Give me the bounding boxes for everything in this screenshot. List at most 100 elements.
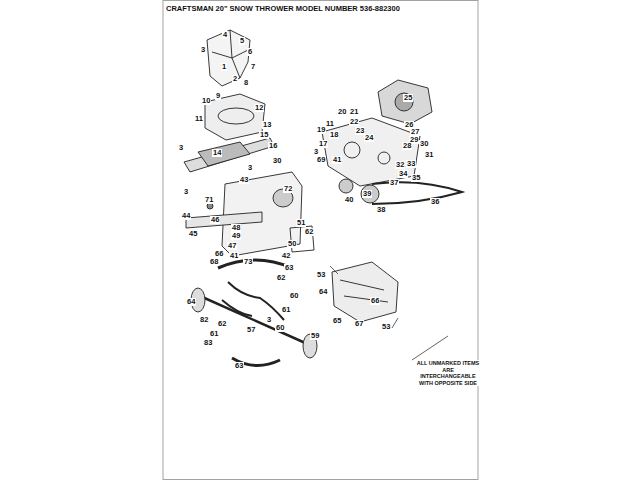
callout-number: 1 <box>221 63 227 71</box>
callout-number: 73 <box>243 258 253 266</box>
callout-number: 51 <box>296 219 306 227</box>
callout-number: 63 <box>234 362 244 370</box>
callout-number: 25 <box>403 94 413 102</box>
page-border <box>163 1 478 480</box>
callout-number: 49 <box>231 232 241 240</box>
auger-shaft <box>200 296 312 346</box>
callout-number: 57 <box>246 326 256 334</box>
callout-number: 21 <box>349 108 359 116</box>
callout-number: 10 <box>201 97 211 105</box>
bearing-plate <box>290 226 314 252</box>
callout-number: 67 <box>354 320 364 328</box>
callout-number: 32 <box>395 161 405 169</box>
housing-detail <box>340 280 388 302</box>
callout-number: 28 <box>402 142 412 150</box>
auger-blade <box>218 260 292 268</box>
callout-number: 40 <box>344 196 354 204</box>
callout-number: 27 <box>410 128 420 136</box>
callout-number: 45 <box>188 230 198 238</box>
pulley <box>344 142 360 158</box>
pulley <box>339 179 353 193</box>
chute-base <box>205 94 265 140</box>
callout-number: 18 <box>329 131 339 139</box>
callout-number: 8 <box>243 79 249 87</box>
callout-number: 69 <box>316 156 326 164</box>
callout-number: 3 <box>178 144 184 152</box>
callout-number: 53 <box>316 271 326 279</box>
callout-number: 41 <box>332 156 342 164</box>
callout-number: 6 <box>247 48 253 56</box>
engine <box>378 80 432 124</box>
callout-number: 44 <box>181 212 191 220</box>
side-housing <box>332 262 398 322</box>
callout-number: 62 <box>304 228 314 236</box>
callout-number: 2 <box>232 75 238 83</box>
callout-number: 24 <box>364 134 374 142</box>
callout-number: 4 <box>222 31 228 39</box>
callout-number: 13 <box>262 121 272 129</box>
pulley <box>361 185 379 203</box>
title: CRAFTSMAN 20" SNOW THROWER MODEL NUMBER … <box>166 4 400 13</box>
callout-number: 16 <box>268 142 278 150</box>
callout-number: 37 <box>389 179 399 187</box>
callout-number: 60 <box>275 324 285 332</box>
callout-number: 46 <box>210 216 220 224</box>
callout-number: 64 <box>186 298 196 306</box>
callout-number: 43 <box>239 176 249 184</box>
callout-number: 60 <box>289 292 299 300</box>
callout-number: 47 <box>227 242 237 250</box>
callout-number: 3 <box>247 164 253 172</box>
callout-number: 5 <box>239 37 245 45</box>
callout-number: 30 <box>419 140 429 148</box>
callout-number: 15 <box>259 131 269 139</box>
auger-spiral <box>222 300 252 316</box>
drive-belt <box>372 182 462 204</box>
callout-number: 61 <box>209 330 219 338</box>
callout-number: 34 <box>398 170 408 178</box>
callout-number: 62 <box>217 320 227 328</box>
chute <box>207 30 250 86</box>
engine-flywheel <box>395 93 413 111</box>
callout-number: 66 <box>370 297 380 305</box>
callout-number: 53 <box>381 323 391 331</box>
callout-number: 3 <box>313 148 319 156</box>
callout-number: 39 <box>362 190 372 198</box>
callout-number: 12 <box>254 104 264 112</box>
callout-number: 3 <box>200 46 206 54</box>
callout-number: 36 <box>430 198 440 206</box>
callout-number: 35 <box>411 174 421 182</box>
callout-number: 20 <box>337 108 347 116</box>
scraper-bar <box>186 212 262 228</box>
callout-number: 3 <box>183 188 189 196</box>
callout-number: 68 <box>209 258 219 266</box>
callout-number: 59 <box>310 332 320 340</box>
callout-number: 83 <box>203 339 213 347</box>
chute-detail <box>212 30 248 78</box>
drive-frame <box>322 118 420 186</box>
note-text: ALL UNMARKED ITEMS ARE INTERCHANGEABLE W… <box>414 360 482 386</box>
callout-number: 3 <box>266 316 272 324</box>
callout-number: 63 <box>284 264 294 272</box>
callout-number: 62 <box>276 274 286 282</box>
callout-number: 14 <box>212 149 222 157</box>
callout-number: 17 <box>318 140 328 148</box>
callout-number: 65 <box>332 317 342 325</box>
callout-number: 82 <box>199 316 209 324</box>
callout-number: 66 <box>214 250 224 258</box>
callout-number: 48 <box>231 224 241 232</box>
callout-number: 41 <box>229 252 239 260</box>
auger-spiral <box>228 282 284 320</box>
chute-ring <box>218 108 254 124</box>
leader-line <box>330 266 448 360</box>
callout-number: 72 <box>283 185 293 193</box>
callout-number: 33 <box>406 160 416 168</box>
callout-number: 71 <box>204 196 214 204</box>
callout-number: 38 <box>376 206 386 214</box>
callout-number: 11 <box>325 120 335 128</box>
callout-number: 50 <box>287 240 297 248</box>
callout-number: 30 <box>272 157 282 165</box>
callout-number: 9 <box>215 92 221 100</box>
callout-number: 7 <box>250 63 256 71</box>
callout-number: 61 <box>281 306 291 314</box>
